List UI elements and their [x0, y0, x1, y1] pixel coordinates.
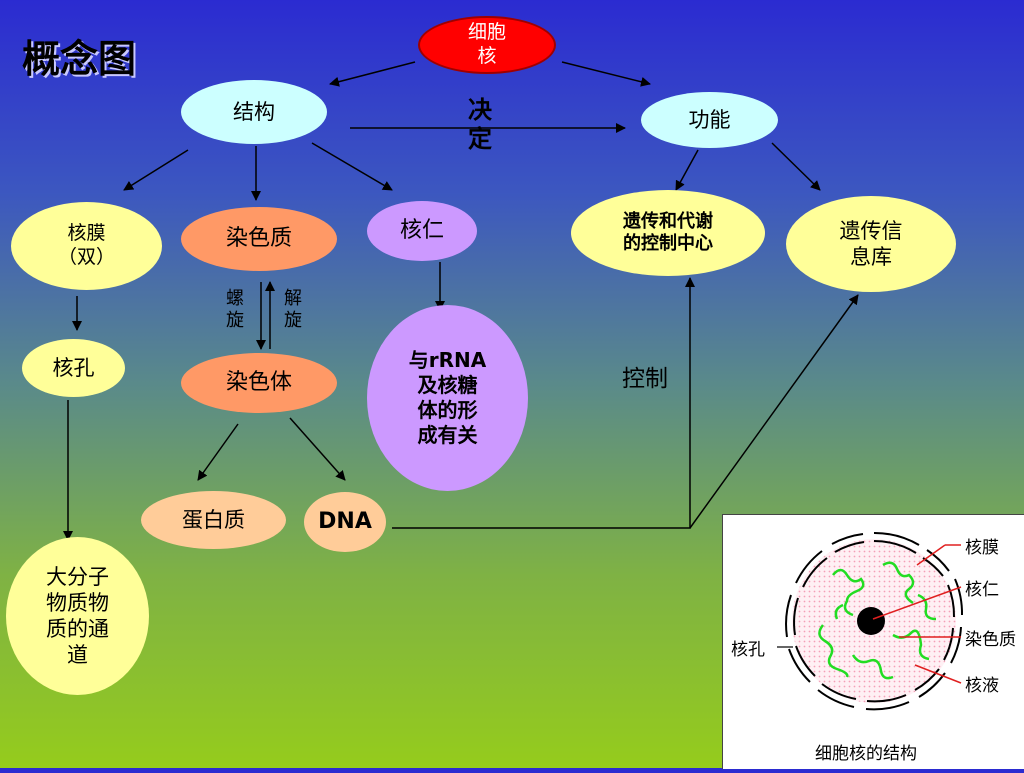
node-protein: 蛋白质	[141, 491, 286, 549]
label-unwind: 解 旋	[284, 288, 302, 331]
arrow-chromosome-dna	[289, 417, 346, 481]
arrow-function-library	[771, 142, 821, 191]
arrow-function-center	[675, 149, 699, 191]
inset-caption: 细胞核的结构	[815, 744, 917, 764]
label-spiral: 螺 旋	[226, 288, 244, 331]
node-membrane: 核膜 （双）	[11, 202, 162, 290]
inset-label-nucleolus: 核仁	[965, 580, 999, 600]
node-rrna: 与rRNA 及核糖 体的形 成有关	[367, 305, 528, 491]
inset-label-pore: 核孔	[731, 640, 765, 660]
node-nucleus: 细胞 核	[418, 16, 556, 74]
node-genetic-library: 遗传信 息库	[786, 196, 956, 292]
nucleolus-dot	[857, 607, 885, 635]
arrow-nucleus-structure	[329, 61, 416, 87]
node-channel: 大分子 物质物 质的通 道	[6, 537, 149, 695]
annotation-lines	[872, 544, 962, 684]
arrow-nucleus-function	[561, 61, 651, 87]
nuclear-envelope	[785, 531, 964, 711]
page-title: 概念图	[22, 37, 137, 81]
nucleus-structure-figure: 核膜 核仁 染色质 核液 核孔 细胞核的结构	[722, 514, 1024, 769]
label-control: 控制	[622, 366, 668, 392]
arrow-structure-membrane	[123, 149, 189, 191]
node-chromosome: 染色体	[181, 353, 337, 413]
inset-label-chromatin: 染色质	[965, 630, 1016, 650]
nucleus-diagram	[777, 531, 964, 711]
label-decide: 决 定	[468, 96, 492, 153]
arrow-chromosome-protein	[197, 423, 239, 481]
arrow-dna-library	[689, 294, 859, 529]
inset-label-sap: 核液	[965, 676, 999, 696]
node-function: 功能	[641, 92, 778, 148]
node-genetic-center: 遗传和代谢 的控制中心	[571, 190, 765, 276]
node-pore: 核孔	[22, 339, 125, 397]
inset-label-membrane: 核膜	[965, 538, 999, 558]
node-dna: DNA	[304, 492, 386, 552]
arrow-structure-nucleolus	[311, 142, 393, 191]
node-chromatin: 染色质	[181, 207, 337, 271]
node-nucleolus: 核仁	[367, 201, 477, 261]
node-structure: 结构	[181, 80, 327, 144]
